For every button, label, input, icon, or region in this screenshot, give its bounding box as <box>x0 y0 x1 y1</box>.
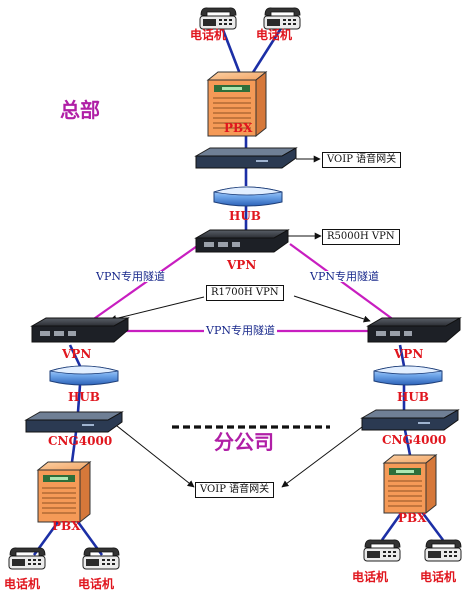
arrow-r1700h-right <box>293 295 371 323</box>
hub-icon <box>49 365 119 386</box>
phone-label: 电话机 <box>256 28 293 42</box>
phone-label: 电话机 <box>78 577 115 591</box>
vpn-label: VPN <box>62 347 92 361</box>
r1700h-callout: R1700H VPN <box>206 285 284 301</box>
link-cng-pbx-right <box>403 429 412 456</box>
vpn-tunnel-hq-right <box>289 243 399 324</box>
phone-icon <box>199 7 237 30</box>
network-links <box>32 21 445 556</box>
r5000h-callout: R5000H VPN <box>322 229 400 245</box>
vpn-tunnel-label: VPN专用隧道 <box>94 270 167 283</box>
vpn-tunnel-label: VPN专用隧道 <box>204 324 277 337</box>
phone-label: 电话机 <box>190 28 227 42</box>
arrow-voip-gateway-right <box>281 420 371 488</box>
phone-icon <box>82 547 120 570</box>
phone-icon <box>424 539 462 562</box>
headquarters-title: 总部 <box>60 98 100 122</box>
branch-title: 分公司 <box>214 430 274 454</box>
link-vpn-hub-left <box>68 344 82 367</box>
vpn-tunnel-label: VPN专用隧道 <box>308 270 381 283</box>
voip-gateway-icon <box>360 409 460 431</box>
link-phone-pbx-hq-right <box>250 21 287 75</box>
phone-icon <box>363 539 401 562</box>
vpn-tunnel-hq-left <box>87 243 201 324</box>
phone-label: 电话机 <box>352 570 389 584</box>
hub-label: HUB <box>68 390 100 404</box>
pbx-icon <box>206 70 268 138</box>
phone-label: 电话机 <box>420 570 457 584</box>
callout-arrows <box>109 155 371 488</box>
voip-gateway-icon <box>24 411 124 433</box>
voip-gateway-callout: VOIP 语音网关 <box>195 482 275 498</box>
link-pbx-phone-right-2 <box>420 511 445 541</box>
vpn-label: VPN <box>394 347 424 361</box>
phone-label: 电话机 <box>4 577 41 591</box>
pbx-label: PBX <box>224 121 253 135</box>
phone-icon <box>8 547 46 570</box>
voip-gateway-callout: VOIP 语音网关 <box>322 152 402 168</box>
link-pbx-phone-right-1 <box>380 511 404 541</box>
link-vpn-hub-right <box>398 344 406 367</box>
arrow-r1700h-left <box>109 296 205 322</box>
vpn-router-icon <box>194 229 290 253</box>
pbx-icon <box>382 453 438 515</box>
pbx-icon <box>36 460 92 524</box>
cng-label: CNG4000 <box>48 434 113 448</box>
vpn-label: VPN <box>227 258 257 272</box>
vpn-router-icon <box>30 317 130 343</box>
link-hub-cng-left <box>76 384 82 413</box>
cng-label: CNG4000 <box>382 433 447 447</box>
hub-label: HUB <box>229 209 261 223</box>
hub-icon <box>213 186 283 207</box>
hub-label: HUB <box>397 390 429 404</box>
arrow-voip-gateway-left <box>111 421 195 488</box>
vpn-router-icon <box>366 317 462 343</box>
link-phone-pbx-hq-left <box>218 21 242 75</box>
pbx-label: PBX <box>52 519 81 533</box>
phone-icon <box>263 7 301 30</box>
pbx-label: PBX <box>398 511 427 525</box>
link-cng-pbx-left <box>70 431 78 463</box>
hub-icon <box>373 365 443 386</box>
voip-gateway-icon <box>194 147 298 169</box>
